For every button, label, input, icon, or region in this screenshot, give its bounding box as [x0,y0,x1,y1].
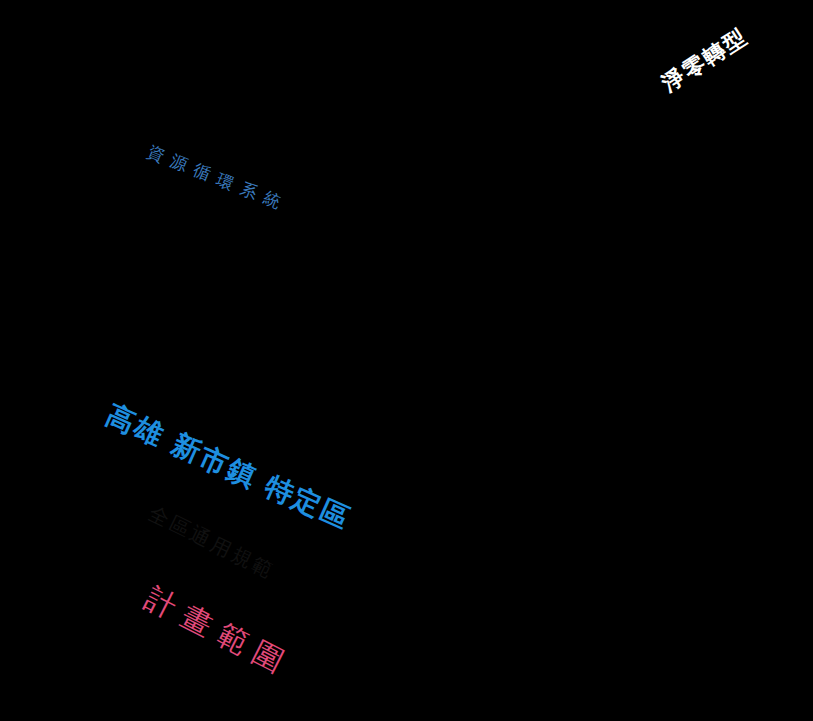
corner-guide [28,222,681,524]
flow-arrow [514,158,521,453]
plane-label: 計畫範圍 [140,580,299,685]
plane-label: 淨零轉型 [657,23,752,97]
green-plane [15,140,686,332]
scope-plane: 計畫範圍 [0,540,700,721]
plane-outline [12,440,690,612]
net-zero-arrow: 淨零轉型 [596,2,778,138]
connector-outline [28,443,37,500]
plane-shape [0,540,700,721]
plane-outline [615,5,775,124]
rule-plane: 全區通用規範 [5,435,700,617]
plane-label: 全區通用規範 [145,501,280,583]
gray-arrow [65,460,661,600]
small-cloud [338,107,411,130]
resource-plane: 資源循環系統 [38,33,710,269]
blue-arrow [130,116,396,390]
plane-shape [5,435,700,617]
plane-outline [4,545,695,715]
plane-outline [45,78,700,262]
cloud [418,30,636,110]
district-plane: 高雄 新市鎮 特定區 [22,325,686,530]
support-arrow [29,443,35,500]
plane-label: 資源循環系統 [144,141,291,216]
plane-label: 高雄 新市鎮 特定區 [101,398,355,536]
connector-outline [512,158,522,453]
plane-shape [38,33,710,269]
